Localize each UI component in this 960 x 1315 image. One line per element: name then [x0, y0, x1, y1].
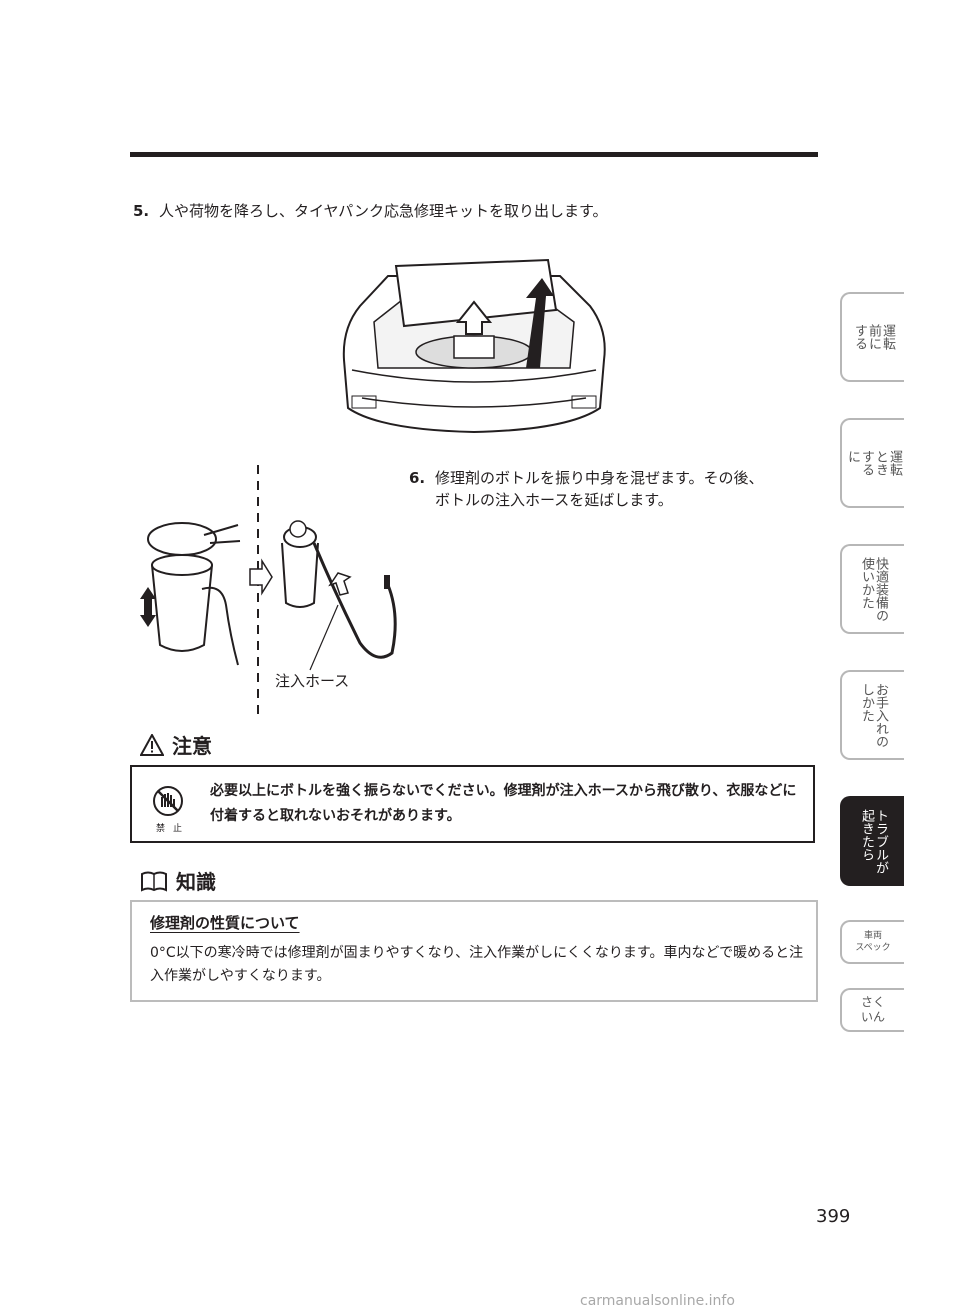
prohibit-label: 禁止: [156, 824, 191, 834]
knowledge-heading: 知識: [140, 866, 216, 895]
hose-label: 注入ホース: [275, 672, 350, 690]
caution-box: 禁止 必要以上にボトルを強く振らないでください。修理剤が注入ホースから飛び散り、…: [130, 765, 815, 843]
trunk-illustration: [342, 258, 606, 434]
tab-maintenance[interactable]: お手入れの しかた: [840, 670, 904, 760]
step-5: 5. 人や荷物を降ろし、タイヤパンク応急修理キットを取り出します。: [133, 200, 608, 222]
page-number: 399: [816, 1206, 851, 1227]
tab-comfort-equipment[interactable]: 快適装備の 使いかた: [840, 544, 904, 634]
tab-index[interactable]: さく いん: [840, 988, 904, 1032]
knowledge-title: 知識: [176, 870, 216, 894]
knowledge-subheading: 修理剤の性質について: [150, 914, 300, 932]
tab-before-driving[interactable]: 運転 前に する: [840, 292, 904, 382]
prohibited-hand-icon: [153, 786, 183, 816]
tab-while-driving[interactable]: 運転 とき する に: [840, 418, 904, 508]
step-6-text-line1: 修理剤のボトルを振り中身を混ぜます。その後、: [435, 469, 764, 487]
tab-vehicle-specs[interactable]: 車両 スペック: [840, 920, 904, 964]
step-6-text-line2: ボトルの注入ホースを延ばします。: [435, 491, 673, 509]
step-6-number: 6.: [409, 469, 426, 487]
knowledge-body: 0°C以下の寒冷時では修理剤が固まりやすくなり、注入作業がしにくくなります。車内…: [150, 945, 804, 984]
warning-icon: [140, 733, 164, 756]
watermark: carmanualsonline.info: [580, 1293, 735, 1309]
caution-heading: 注意: [140, 730, 212, 759]
tab-troubleshooting[interactable]: トラブルが 起きたら: [840, 796, 904, 886]
step-6: 6. 修理剤のボトルを振り中身を混ぜます。その後、 ボトルの注入ホースを延ばします…: [409, 467, 829, 511]
caution-text: 必要以上にボトルを強く振らないでください。修理剤が注入ホースから飛び散り、衣服な…: [210, 783, 797, 824]
caution-title: 注意: [172, 734, 212, 758]
bottle-illustration: [140, 465, 397, 715]
book-icon: [141, 871, 167, 892]
knowledge-box: 修理剤の性質について 0°C以下の寒冷時では修理剤が固まりやすくなり、注入作業が…: [130, 900, 818, 1002]
step-5-text: 人や荷物を降ろし、タイヤパンク応急修理キットを取り出します。: [159, 202, 608, 220]
step-5-number: 5.: [133, 202, 150, 220]
top-rule: [130, 152, 818, 157]
